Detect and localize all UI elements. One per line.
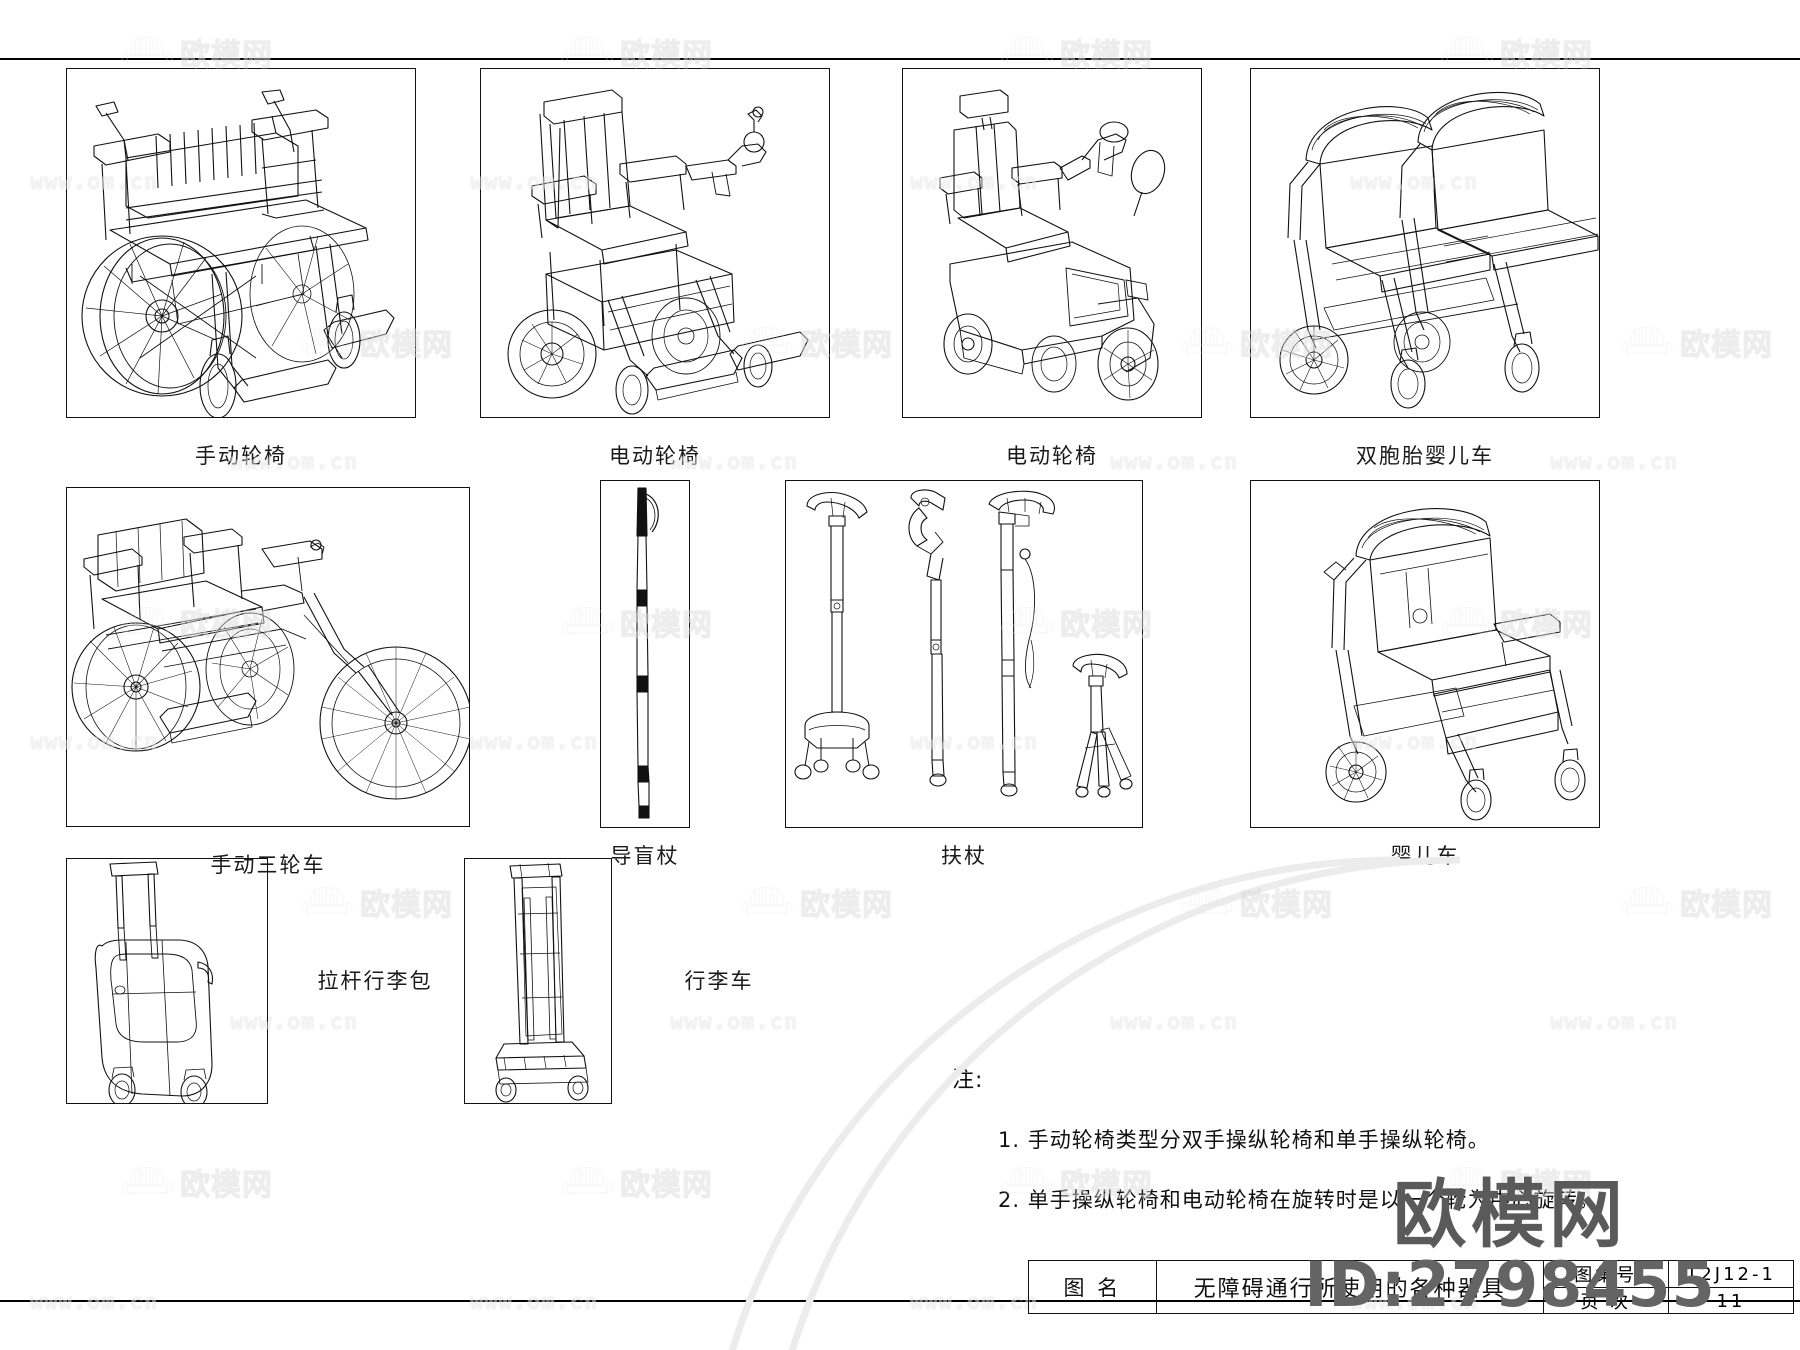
figure-walking-sticks: 扶杖 [785,480,1143,890]
twin-stroller-drawing [1279,92,1599,409]
title-block-name-value: 无障碍通行所使用的各种器具 [1157,1261,1544,1313]
figure-border [66,68,416,418]
figure-caption: 电动轮椅 [609,444,701,468]
figure-caption: 电动轮椅 [1006,444,1098,468]
baby-stroller-drawing [1323,508,1586,821]
figure-border [785,480,1143,828]
figure-border [464,858,612,1104]
sofa-icon [741,886,793,917]
title-block-name-label: 图 名 [1029,1261,1157,1313]
sofa-icon [121,1166,173,1197]
figure-caption: 婴儿车 [1390,844,1460,868]
title-block-row-page: 页 次 11 [1544,1288,1793,1314]
luggage-cart-drawing [495,862,589,1103]
watermark-url-text: www.om.cn [469,730,599,756]
watermark-url: www.om.cn [909,1290,1039,1316]
frame-top-line [0,58,1800,60]
electric-wheelchair-drawing [507,89,809,415]
figure-border [1250,68,1600,418]
notes-title: 注: [952,1068,984,1093]
note-item-2: 2. 单手操纵轮椅和电动轮椅在旋转时是以一个轮为中心旋转。 [998,1188,1600,1212]
watermark-url: www.om.cn [1549,1010,1679,1036]
watermark-logo: 欧模网 [1620,880,1773,924]
sofa-icon [1621,326,1673,357]
figure-blind-cane: 导盲杖 [600,480,690,890]
figure-rolling-luggage [66,858,268,1108]
watermark-url-text: www.om.cn [29,1290,159,1316]
figure-manual-wheelchair: 手动轮椅 [66,68,416,523]
figure-caption: 双胞胎婴儿车 [1356,444,1494,468]
watermark-url-text: www.om.cn [469,1290,599,1316]
watermark-url: www.om.cn [1109,1010,1239,1036]
watermark-url: www.om.cn [29,1290,159,1316]
watermark-logo: 欧模网 [560,1160,713,1204]
figure-caption: 扶杖 [941,844,987,868]
watermark-url-text: www.om.cn [669,1010,799,1036]
figure-luggage-cart [464,858,612,1108]
notes-block: 注: 1. 手动轮椅类型分双手操纵轮椅和单手操纵轮椅。 2. 单手操纵轮椅和电动… [952,1062,1712,1214]
figure-border [1250,480,1600,828]
electric-scooter-drawing [939,89,1166,401]
figure-electric-wheelchair: 电动轮椅 [480,68,830,523]
title-block-row-atlas: 图集号 12J12-1 [1543,1261,1793,1288]
sofa-icon [1441,36,1493,67]
figure-electric-scooter: 电动轮椅 [902,68,1202,523]
blind-cane-drawing [636,487,659,819]
figure-border [480,68,830,418]
rolling-luggage-drawing [94,861,214,1104]
sofa-icon [301,886,353,917]
figure-manual-tricycle: 手动三轮车 [66,487,470,887]
sofa-icon [561,1166,613,1197]
note-item-1: 1. 手动轮椅类型分双手操纵轮椅和单手操纵轮椅。 [998,1128,1490,1152]
manual-tricycle-drawing [71,518,470,800]
sofa-icon [1621,886,1673,917]
sofa-icon [1181,886,1233,917]
watermark-logo: 欧模网 [1620,320,1773,364]
figure-baby-stroller: 婴儿车 [1250,480,1600,890]
watermark-url: www.om.cn [669,1010,799,1036]
figure-caption: 导盲杖 [610,844,680,868]
title-block: 图 名 无障碍通行所使用的各种器具 图集号 12J12-1 页 次 11 [1028,1260,1794,1314]
title-block-right: 图集号 12J12-1 页 次 11 [1543,1261,1793,1314]
figure-caption: 手动轮椅 [195,444,287,468]
sofa-icon [1001,36,1053,67]
sofa-icon [561,36,613,67]
page-label: 页 次 [1544,1288,1669,1314]
manual-wheelchair-drawing [81,89,395,418]
atlas-label: 图集号 [1544,1261,1669,1287]
figure-border [902,68,1202,418]
sofa-icon [121,36,173,67]
watermark-url-text: www.om.cn [1549,1010,1679,1036]
walking-sticks-drawing [794,489,1133,798]
figure-border [600,480,690,828]
watermark-brand-text: 欧模网 [620,1168,713,1204]
watermark-brand-text: 欧模网 [180,1168,273,1204]
figure-caption: 拉杆行李包 [317,969,433,993]
figure-luggage-cart-caption-wrap: 行李车 [614,965,824,1001]
figure-border [66,858,268,1104]
figure-caption: 行李车 [684,969,754,993]
figure-border [66,487,470,827]
watermark-brand-text: 欧模网 [1680,888,1773,924]
watermark-logo: 欧模网 [120,1160,273,1204]
figure-twin-stroller: 双胞胎婴儿车 [1250,68,1600,523]
watermark-brand-text: 欧模网 [1680,328,1773,364]
figure-rolling-luggage-caption-wrap: 拉杆行李包 [270,965,480,1001]
atlas-value: 12J12-1 [1685,1263,1776,1285]
page-value: 11 [1716,1290,1746,1312]
watermark-url: www.om.cn [469,1290,599,1316]
watermark-url-text: www.om.cn [1109,1010,1239,1036]
watermark-url-text: www.om.cn [909,1290,1039,1316]
watermark-url: www.om.cn [469,730,599,756]
